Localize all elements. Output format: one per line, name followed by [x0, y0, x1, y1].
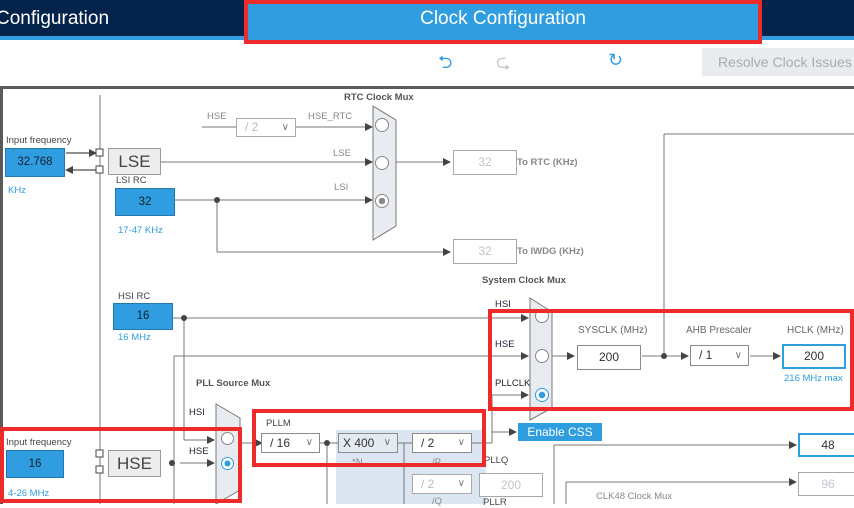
pll-source-mux	[215, 403, 241, 504]
canvas-left-border	[0, 86, 3, 504]
clk48-output-value[interactable]: 48	[798, 433, 854, 457]
sys-input-hse: HSE	[495, 339, 515, 350]
lse-unit-label: KHz	[8, 185, 26, 196]
lse-input-frequency-field[interactable]: 32.768	[5, 148, 65, 177]
pllm-value: / 16	[270, 436, 291, 450]
rtc-clock-mux-title: RTC Clock Mux	[344, 92, 414, 103]
pll-src-input-hse: HSE	[189, 446, 209, 457]
hse-range-label: 4-26 MHz	[8, 488, 50, 499]
hse-block: HSE	[108, 450, 161, 477]
pllq-select[interactable]: / 2 ∨	[412, 474, 472, 494]
top-bar-underline	[0, 36, 854, 40]
lsi-range-label: 17-47 KHz	[118, 225, 163, 236]
ahb-prescaler-select[interactable]: / 1 ∨	[690, 345, 749, 366]
hsi-rc-label: HSI RC	[118, 291, 151, 302]
to-rtc-value: 32	[453, 150, 517, 175]
lsi-rc-label: LSI RC	[116, 175, 147, 186]
chevron-down-icon: ∨	[457, 478, 465, 489]
radio-pll-hse-selected[interactable]	[221, 457, 234, 470]
clk48-clock-mux-title: CLK48 Clock Mux	[596, 491, 673, 502]
radio-lsi-selected[interactable]	[375, 194, 389, 208]
pllq-label: PLLQ	[484, 455, 509, 466]
radio-sys-hse[interactable]	[535, 349, 549, 363]
tab-clock-configuration[interactable]: Clock Configuration	[247, 0, 759, 38]
chevron-down-icon: ∨	[383, 437, 391, 448]
hclk-max-label: 216 MHz max	[784, 373, 843, 384]
redo-icon[interactable]: ⮎	[496, 52, 511, 72]
lse-block: LSE	[108, 148, 161, 175]
sysclk-label: SYSCLK (MHz)	[578, 325, 648, 336]
rtc-input-hse-rtc: HSE_RTC	[308, 111, 353, 122]
rtc-hse-label: HSE	[207, 111, 227, 122]
chevron-down-icon: ∨	[457, 437, 465, 448]
rtc-input-lsi: LSI	[334, 182, 349, 193]
plln-value: X 400	[343, 436, 375, 450]
undo-icon[interactable]: ⮌	[438, 52, 453, 72]
pllm-select[interactable]: / 16 ∨	[261, 433, 320, 453]
hsi-rc-value: 16	[113, 303, 173, 330]
radio-lse[interactable]	[375, 156, 389, 170]
hse-rtc-divider-select[interactable]: / 2 ∨	[236, 118, 296, 137]
refresh-icon[interactable]: ↻	[608, 50, 624, 70]
chevron-down-icon: ∨	[734, 350, 742, 361]
pllp-select[interactable]: / 2 ∨	[412, 433, 472, 453]
plln-label: *N	[352, 457, 363, 468]
pllq-output-value: 200	[479, 473, 543, 497]
pllm-label: PLLM	[266, 418, 291, 429]
sys-input-hsi: HSI	[495, 299, 511, 310]
chevron-down-icon: ∨	[305, 437, 313, 448]
pinout-configuration-tab[interactable]: Configuration	[0, 8, 110, 29]
hclk-input[interactable]: 200	[782, 344, 846, 369]
to-iwdg-value: 32	[453, 239, 517, 264]
pllq-div-value: / 2	[421, 477, 435, 491]
pll-src-input-hsi: HSI	[189, 407, 205, 418]
radio-sys-hsi[interactable]	[535, 309, 549, 323]
ahb-prescaler-label: AHB Prescaler	[686, 325, 752, 336]
hse-input-frequency-label: Input frequency	[6, 437, 72, 448]
hse-rtc-divider-value: / 2	[245, 120, 259, 134]
pllr-label: PLLR	[483, 497, 507, 508]
resolve-clock-issues-button[interactable]: Resolve Clock Issues	[702, 48, 854, 76]
pllp-label: /P	[432, 457, 441, 468]
sys-input-pllclk: PLLCLK	[495, 378, 531, 389]
lsi-rc-value: 32	[115, 188, 175, 216]
hse-input-frequency-field[interactable]: 16	[6, 450, 64, 478]
rtc-input-lse: LSE	[333, 148, 351, 159]
to-rtc-label: To RTC (KHz)	[517, 157, 578, 168]
enable-css-button[interactable]: Enable CSS	[518, 423, 602, 441]
to-iwdg-label: To IWDG (KHz)	[517, 246, 584, 257]
plln-select[interactable]: X 400 ∨	[338, 433, 398, 453]
hclk-label: HCLK (MHz)	[787, 325, 844, 336]
pllq-div-label: /Q	[432, 496, 443, 507]
canvas-top-border	[0, 86, 854, 89]
pll-source-mux-title: PLL Source Mux	[196, 378, 271, 389]
radio-hse-rtc[interactable]	[375, 118, 389, 132]
system-clock-mux-title: System Clock Mux	[482, 275, 566, 286]
pll-output-value-96: 96	[798, 472, 854, 496]
chevron-down-icon: ∨	[281, 122, 289, 133]
hsi-unit-label: 16 MHz	[118, 332, 151, 343]
radio-pll-hsi[interactable]	[221, 432, 234, 445]
sysclk-value: 200	[577, 345, 641, 370]
radio-sys-pllclk-selected[interactable]	[535, 388, 549, 402]
lse-input-frequency-label: Input frequency	[6, 135, 72, 146]
pllp-value: / 2	[421, 436, 435, 450]
ahb-prescaler-value: / 1	[699, 348, 713, 362]
